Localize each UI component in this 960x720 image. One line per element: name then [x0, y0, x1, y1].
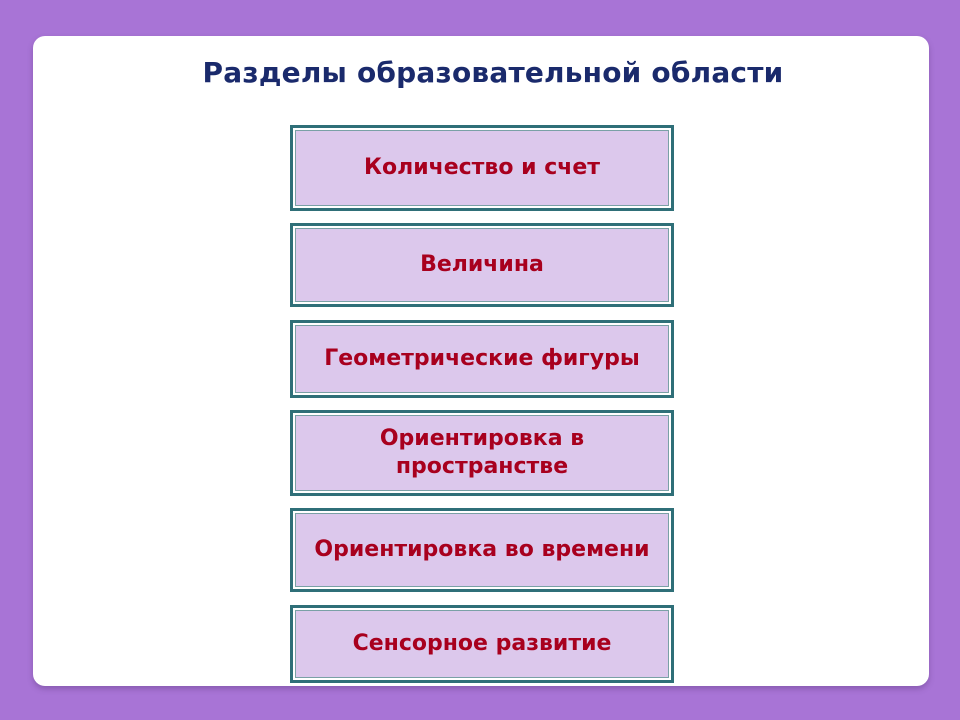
section-box-space-orientation: Ориентировка в пространстве	[290, 410, 674, 496]
section-label: Сенсорное развитие	[352, 631, 612, 656]
section-label: Количество и счет	[363, 155, 601, 180]
section-label: Ориентировка во времени	[314, 537, 650, 562]
section-box-geometric-shapes: Геометрические фигуры	[290, 320, 674, 398]
section-box-quantity: Количество и счет	[290, 125, 674, 211]
slide-card: Разделы образовательной области Количест…	[33, 36, 929, 686]
section-label: Геометрические фигуры	[324, 346, 640, 371]
slide-title: Разделы образовательной области	[202, 56, 784, 89]
section-box-magnitude: Величина	[290, 223, 674, 307]
section-label: Ориентировка в пространстве	[379, 426, 585, 479]
section-box-time-orientation: Ориентировка во времени	[290, 508, 674, 592]
section-label: Величина	[420, 252, 544, 277]
section-box-sensory-development: Сенсорное развитие	[290, 605, 674, 683]
